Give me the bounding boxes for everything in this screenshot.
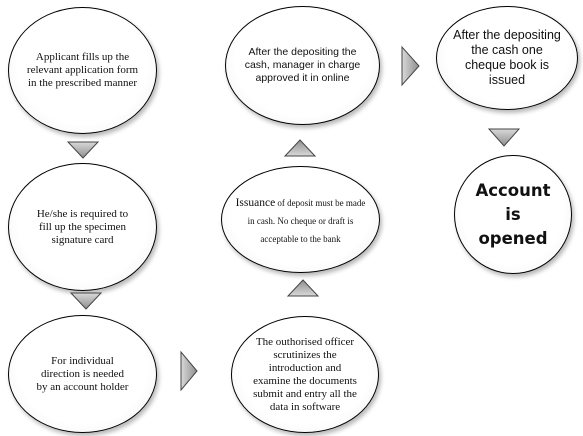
arrow-down-3-icon xyxy=(487,128,521,147)
step-individual-direction: For individual direction is needed by an… xyxy=(8,315,157,433)
account-opened-line1: Account xyxy=(475,180,551,200)
account-opened-line3: opened xyxy=(478,228,548,248)
arrow-up-1-icon xyxy=(286,279,320,297)
arrow-up-2-icon xyxy=(283,139,317,157)
arrow-down-2-icon xyxy=(69,292,103,310)
arrow-down-1-icon xyxy=(66,141,100,159)
step-cash-deposit-rest: of deposit must be made in cash. No cheq… xyxy=(247,197,366,244)
step-cash-deposit-text: Issuance of deposit must be made in cash… xyxy=(235,193,367,247)
step-cash-deposit-lead: Issuance xyxy=(235,196,276,209)
step-specimen-signature: He/she is required to fill up the specim… xyxy=(8,163,157,291)
step-officer-scrutiny: The outhorised officer scrutinizes the i… xyxy=(231,316,379,433)
step-individual-direction-text: For individual direction is needed by an… xyxy=(36,354,129,393)
step-specimen-signature-text: He/she is required to fill up the specim… xyxy=(36,207,129,246)
arrow-right-2-icon xyxy=(401,45,420,87)
step-cash-deposit: Issuance of deposit must be made in cash… xyxy=(221,166,380,273)
step-cheque-book-text: After the depositing the cash one cheque… xyxy=(453,28,561,87)
step-manager-approval-text: After the depositing the cash, manager i… xyxy=(244,46,361,84)
arrow-right-1-icon xyxy=(180,350,198,392)
step-account-opened: Account is opened xyxy=(454,155,572,274)
step-account-opened-text: Account is opened xyxy=(473,179,553,251)
step-manager-approval: After the depositing the cash, manager i… xyxy=(225,6,380,125)
step-application-form: Applicant fills up the relevant applicat… xyxy=(8,7,157,134)
step-cheque-book: After the depositing the cash one cheque… xyxy=(436,6,578,110)
step-officer-scrutiny-text: The outhorised officer scrutinizes the i… xyxy=(253,335,357,413)
step-application-form-text: Applicant fills up the relevant applicat… xyxy=(26,51,139,89)
account-opened-line2: is xyxy=(505,204,521,224)
